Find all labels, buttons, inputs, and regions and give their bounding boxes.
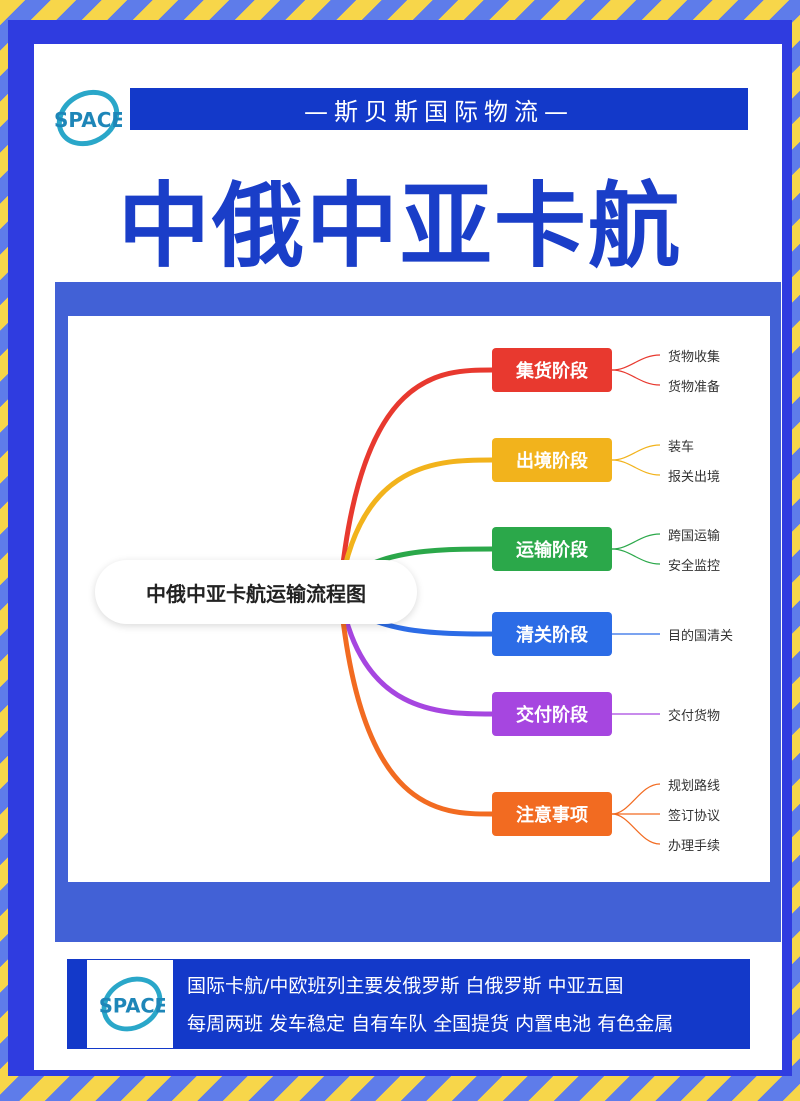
leaf-node: 办理手续 — [668, 839, 721, 854]
svg-text:SPACE: SPACE — [54, 108, 122, 132]
leaf-node: 报关出境 — [668, 470, 721, 485]
leaf-node: 跨国运输 — [668, 529, 721, 544]
leaf-node: 货物准备 — [668, 380, 721, 395]
leaf-node: 交付货物 — [668, 709, 721, 724]
branch-node: 交付阶段 — [492, 692, 612, 736]
leaf-node: 签订协议 — [668, 809, 721, 824]
company-banner: —斯贝斯国际物流— — [130, 88, 748, 130]
leaf-node: 装车 — [668, 440, 695, 455]
footer-banner: SPACE 国际卡航/中欧班列主要发俄罗斯 白俄罗斯 中亚五国 每周两班 发车稳… — [67, 959, 750, 1049]
branch-node: 清关阶段 — [492, 612, 612, 656]
mindmap-center-node: 中俄中亚卡航运输流程图 — [95, 560, 417, 624]
leaf-node: 货物收集 — [668, 350, 721, 365]
leaf-node: 安全监控 — [668, 559, 721, 574]
branch-node: 出境阶段 — [492, 438, 612, 482]
svg-text:SPACE: SPACE — [99, 995, 165, 1018]
page-title: 中俄中亚卡航 — [117, 173, 682, 280]
footer-line-1: 国际卡航/中欧班列主要发俄罗斯 白俄罗斯 中亚五国 — [187, 975, 624, 997]
branch-node: 运输阶段 — [492, 527, 612, 571]
branch-node: 集货阶段 — [492, 348, 612, 392]
branch-node: 注意事项 — [492, 792, 612, 836]
footer-logo: SPACE — [87, 960, 173, 1048]
space-logo: SPACE — [50, 85, 125, 151]
footer-line-2: 每周两班 发车稳定 自有车队 全国提货 内置电池 有色金属 — [187, 1013, 674, 1035]
leaf-node: 规划路线 — [668, 779, 721, 794]
leaf-node: 目的国清关 — [668, 629, 734, 644]
